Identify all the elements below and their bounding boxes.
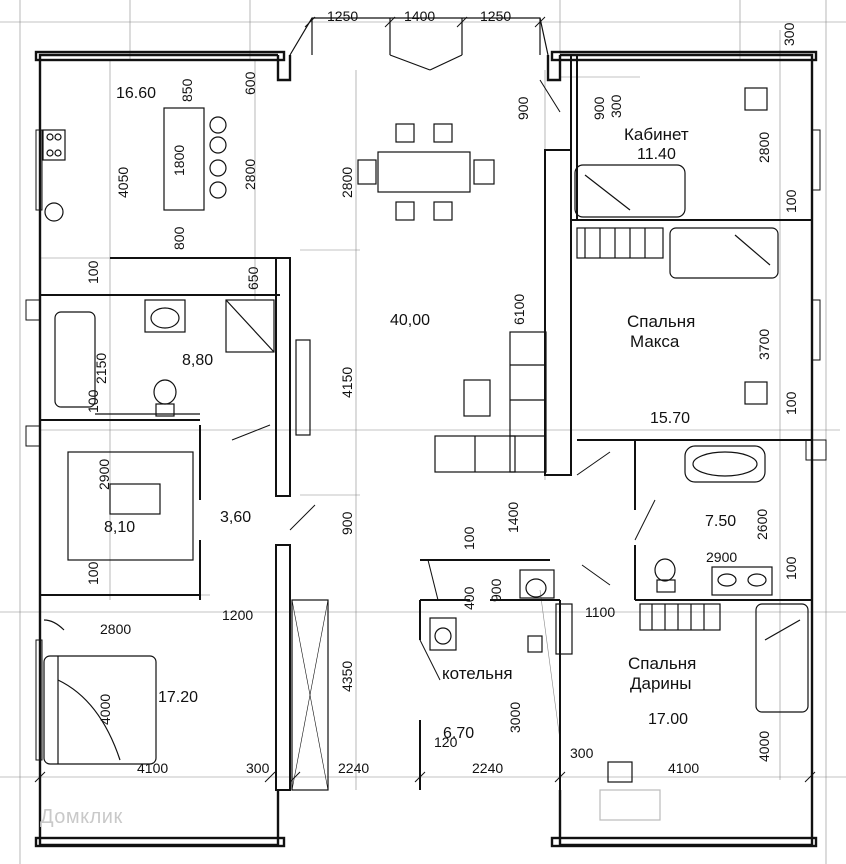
windows	[25, 129, 827, 761]
wardrobe-hall	[291, 599, 329, 791]
door-swings	[231, 79, 656, 681]
room-label-spalnya-maksa-2: Макса	[630, 332, 680, 351]
dim-l-2800: 2800	[339, 166, 355, 198]
dim-c-4150: 4150	[339, 366, 355, 398]
dim-r-100c: 100	[783, 556, 799, 580]
dim-l-100a: 100	[85, 260, 101, 284]
area-bath-right: 7.50	[705, 513, 737, 530]
dim-k-2800: 2800	[242, 158, 258, 190]
stove	[42, 129, 66, 161]
dim-c-3000: 3000	[507, 701, 523, 733]
dim-k-800: 800	[171, 226, 187, 250]
dim-r-4000: 4000	[756, 730, 772, 762]
area-maksa: 15.70	[650, 410, 691, 427]
dim-b-2240a: 2240	[338, 760, 370, 776]
bed-left	[43, 619, 157, 765]
area-bath-left: 8,80	[182, 352, 214, 369]
dim-r-2600: 2600	[754, 508, 770, 540]
interior-walls	[40, 54, 812, 791]
dim-kab-2800: 2800	[756, 131, 772, 163]
dim-b-300a: 300	[246, 760, 270, 776]
dim-l-2900: 2900	[96, 458, 112, 490]
dimension-ticks	[34, 16, 816, 783]
boiler-room-fixtures	[429, 569, 573, 655]
area-living: 40,00	[390, 312, 431, 329]
dim-l-2800b: 2800	[100, 621, 132, 637]
kitchen-sink	[44, 202, 64, 222]
room-label-spalnya-dariny-2: Дарины	[630, 674, 692, 693]
area-kabinet: 11.40	[637, 146, 676, 163]
dim-c-400: 400	[461, 586, 477, 610]
dim-l-650: 650	[245, 266, 261, 290]
dim-b-2240b: 2240	[472, 760, 504, 776]
dining-table	[357, 123, 495, 221]
area-bedroom-left: 17.20	[158, 689, 199, 706]
room-label-kotelnya: котельня	[442, 664, 513, 683]
dim-c-900d: 900	[488, 578, 504, 602]
dim-k-1800: 1800	[171, 144, 187, 176]
bed-dariny	[599, 603, 809, 821]
area-dariny: 17.00	[648, 711, 689, 728]
dim-b-4100a: 4100	[137, 760, 169, 776]
dim-c-1200: 1200	[222, 607, 254, 623]
dim-top-c: 1250	[480, 8, 512, 24]
bay-window	[289, 17, 549, 71]
dim-k-600: 600	[242, 71, 258, 95]
room-label-kabinet: Кабинет	[624, 125, 689, 144]
area-kotelnya: 6.70	[443, 725, 475, 742]
watermark-logo: Домклик	[40, 806, 123, 828]
dim-k-850: 850	[179, 78, 195, 102]
dim-top-b: 1400	[404, 8, 436, 24]
dim-top-a: 1250	[327, 8, 359, 24]
bed-maksa	[669, 227, 779, 405]
area-dressing: 8,10	[104, 519, 136, 536]
room-label-spalnya-dariny: Спальня	[628, 654, 697, 673]
dim-c-1400: 1400	[505, 501, 521, 533]
dim-k-4050: 4050	[115, 166, 131, 198]
dim-c-100: 100	[461, 526, 477, 550]
dim-c-900b: 900	[591, 96, 607, 120]
area-hall: 3,60	[220, 509, 252, 526]
dim-l-4000: 4000	[97, 693, 113, 725]
dim-c-1100: 1100	[585, 604, 616, 620]
dim-top-right: 300	[781, 22, 797, 46]
dim-l-100b: 100	[85, 389, 101, 413]
exterior-walls	[34, 50, 818, 848]
dim-r-100b: 100	[783, 391, 799, 415]
ottoman	[109, 483, 161, 515]
sofa	[434, 331, 547, 473]
dim-c-900c: 900	[339, 511, 355, 535]
kitchen-island	[163, 107, 227, 211]
dim-l-100c: 100	[85, 561, 101, 585]
dim-c-300b: 300	[570, 745, 594, 761]
tv-stand	[295, 339, 311, 436]
dim-r-100a: 100	[783, 189, 799, 213]
dim-c-300: 300	[608, 94, 624, 118]
dim-c-900: 900	[515, 96, 531, 120]
dim-l-2150: 2150	[93, 352, 109, 384]
kabinet-furniture	[574, 87, 768, 259]
bath-right-fixtures	[639, 445, 773, 631]
dim-b-4100b: 4100	[668, 760, 700, 776]
dim-c-6100: 6100	[511, 293, 527, 325]
bath-left-fixtures	[54, 299, 275, 417]
room-label-spalnya-maksa: Спальня	[627, 312, 696, 331]
dim-c-4350: 4350	[339, 660, 355, 692]
area-kitchen: 16.60	[116, 85, 157, 102]
dim-r-2900: 2900	[706, 549, 738, 565]
wardrobe	[67, 451, 194, 561]
dim-c-120: 120	[434, 734, 458, 750]
dim-r-3700: 3700	[756, 328, 772, 360]
